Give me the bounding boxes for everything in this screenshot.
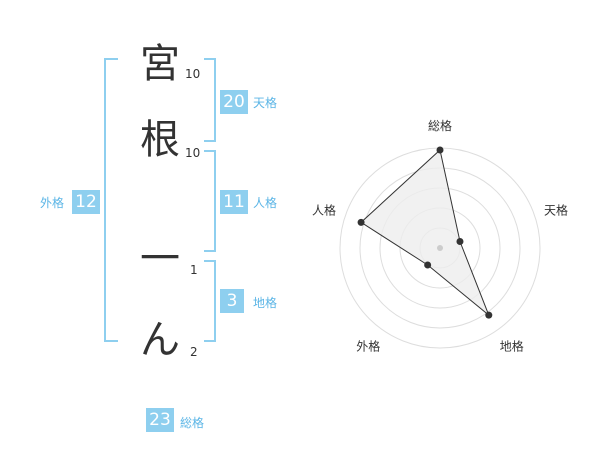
stroke-count-1: 10 bbox=[185, 67, 201, 81]
radar-axis-label-5: 人格 bbox=[312, 202, 336, 217]
chikaku-value: 3 bbox=[220, 289, 244, 313]
radar-polygon bbox=[360, 149, 490, 317]
tenkaku-label: 天格 bbox=[253, 96, 278, 110]
name-char-3: 一 bbox=[140, 236, 180, 282]
soukaku-label: 総格 bbox=[180, 416, 205, 430]
name-char-4: ん bbox=[140, 317, 180, 363]
radar-point-2 bbox=[456, 238, 464, 246]
radar-point-1 bbox=[436, 146, 444, 154]
chikaku-bracket bbox=[204, 260, 216, 342]
chikaku-label: 地格 bbox=[253, 296, 278, 310]
jinkaku-bracket bbox=[204, 150, 216, 252]
radar-center-dot bbox=[437, 245, 443, 251]
tenkaku-value: 20 bbox=[220, 90, 248, 114]
radar-point-3 bbox=[485, 311, 493, 319]
gaikaku-value: 12 bbox=[72, 190, 100, 214]
gaikaku-label: 外格 bbox=[40, 196, 65, 210]
radar-point-5 bbox=[357, 218, 365, 226]
radar-axis-label-2: 天格 bbox=[544, 202, 568, 217]
jinkaku-value: 11 bbox=[220, 190, 248, 214]
soukaku-value: 23 bbox=[146, 408, 174, 432]
name-char-2: 根 bbox=[140, 117, 180, 163]
gaikaku-bracket bbox=[104, 58, 118, 342]
radar-point-4 bbox=[424, 261, 432, 269]
radar-axis-label-1: 総格 bbox=[428, 118, 452, 133]
radar-axis-label-4: 外格 bbox=[356, 339, 380, 354]
name-char-1: 宮 bbox=[140, 41, 180, 87]
stroke-count-4: 2 bbox=[190, 345, 198, 359]
tenkaku-bracket bbox=[204, 58, 216, 142]
radar-axis-label-3: 地格 bbox=[500, 339, 524, 354]
stroke-count-2: 10 bbox=[185, 146, 201, 160]
stroke-count-3: 1 bbox=[190, 263, 198, 277]
jinkaku-label: 人格 bbox=[253, 196, 278, 210]
